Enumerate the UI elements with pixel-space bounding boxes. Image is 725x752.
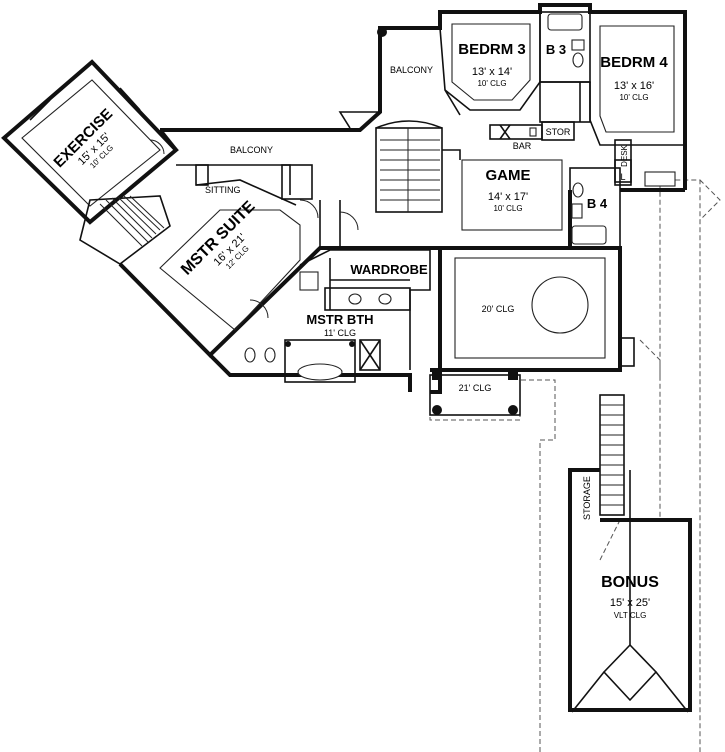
exercise-labels: EXERCISE 15' x 15' 10' CLG <box>50 105 116 171</box>
master-bath <box>244 287 411 383</box>
linen-label: L <box>620 172 625 182</box>
game-ceiling: 10' CLG <box>493 204 522 213</box>
open-below-ceiling: 20' CLG <box>482 304 515 314</box>
bath-3-label: B 3 <box>546 42 566 57</box>
master-suite-labels: MSTR SUITE 16' x 21' 12' CLG <box>178 198 259 279</box>
bedroom-4 <box>589 11 686 146</box>
storage-attic-label: STORAGE <box>582 476 592 520</box>
exercise-stair <box>79 195 171 265</box>
master-suite <box>159 164 359 331</box>
exercise-room <box>1 59 179 225</box>
game-size: 14' x 17' <box>488 191 528 203</box>
bedroom-3-name: BEDRM 3 <box>458 41 526 58</box>
bath-4 <box>569 167 621 249</box>
bedroom-4-ceiling: 10' CLG <box>619 93 648 102</box>
porch-ceiling: 21' CLG <box>459 383 492 393</box>
bonus-ceiling: VLT CLG <box>614 611 647 620</box>
balcony-left-label: BALCONY <box>230 145 273 155</box>
bedroom-4-size: 13' x 16' <box>614 80 654 92</box>
storage-small-label: STOR <box>546 127 571 137</box>
game-room <box>442 149 563 231</box>
bonus-room <box>568 468 692 713</box>
bedroom-3 <box>440 11 541 111</box>
front-porch <box>429 370 521 416</box>
game-name: GAME <box>486 167 531 184</box>
open-to-below <box>454 257 635 367</box>
balcony-top-label: BALCONY <box>390 65 433 75</box>
roof-outline <box>429 179 721 752</box>
wardrobe-label: WARDROBE <box>350 262 428 277</box>
bar-label: BAR <box>513 141 532 151</box>
desk-label: DESK <box>620 144 629 166</box>
bedroom-4-name: BEDRM 4 <box>600 54 668 71</box>
bath-4-label: B 4 <box>587 196 608 211</box>
bar-storage <box>489 81 676 187</box>
bonus-stair <box>599 394 625 516</box>
master-bath-ceiling: 11' CLG <box>324 328 356 338</box>
bonus-name: BONUS <box>601 574 659 591</box>
bedroom-3-ceiling: 10' CLG <box>477 79 506 88</box>
main-stair <box>375 120 443 213</box>
master-bath-name: MSTR BTH <box>306 312 373 327</box>
sitting-label: SITTING <box>205 185 241 195</box>
bedroom-3-size: 13' x 14' <box>472 66 512 78</box>
bonus-size: 15' x 25' <box>610 597 650 609</box>
